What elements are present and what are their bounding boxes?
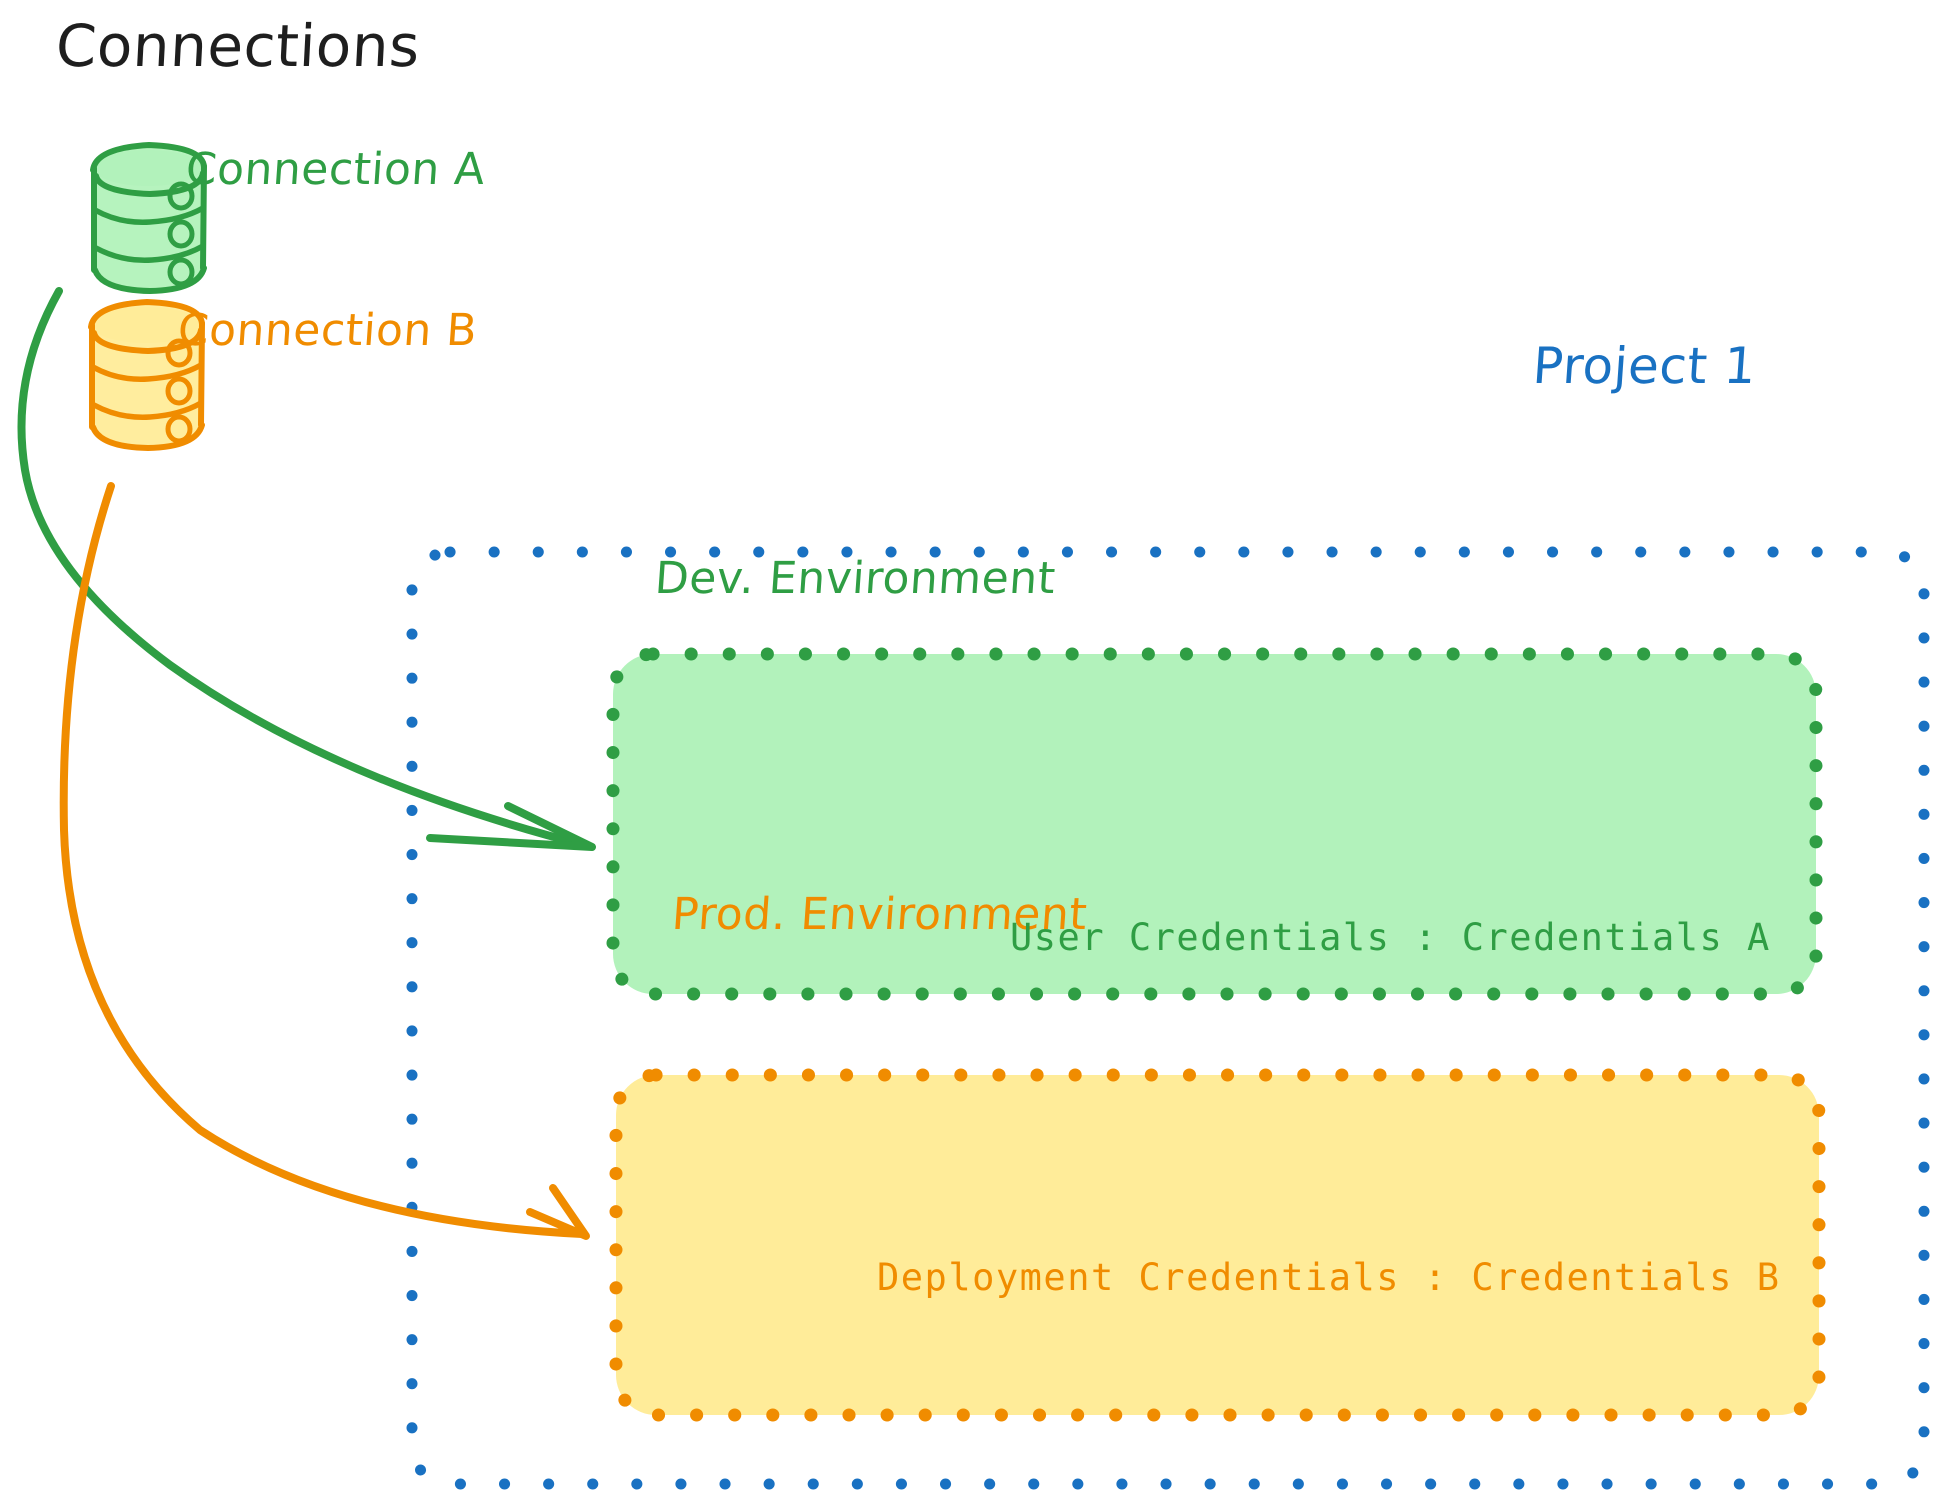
db-a-top-fill bbox=[94, 150, 202, 186]
db-a-divider-2 bbox=[93, 243, 206, 263]
db-b-led-3 bbox=[165, 414, 193, 444]
db-b-led-2 bbox=[165, 376, 193, 406]
project-container-border bbox=[406, 546, 1930, 1490]
arrow-a-line bbox=[17, 287, 592, 850]
arrow-connection-a-to-dev[interactable] bbox=[17, 287, 596, 851]
db-b-top-fill bbox=[92, 307, 200, 343]
db-a-led-1 bbox=[167, 181, 195, 211]
dev-environment-border bbox=[606, 647, 1823, 1001]
arrow-b-head bbox=[526, 1184, 590, 1240]
arrow-a-head bbox=[426, 802, 596, 851]
project-container[interactable] bbox=[406, 546, 1930, 1490]
dev-environment-box[interactable] bbox=[606, 647, 1823, 1001]
db-b-top-arc bbox=[88, 298, 205, 330]
prod-credentials-text: Deployment Credentials : Credentials B bbox=[877, 1256, 1781, 1299]
dev-environment-title: Dev. Environment bbox=[653, 553, 1058, 604]
dev-credentials-text: User Credentials : Credentials A bbox=[1010, 916, 1771, 959]
arrow-connection-b-to-prod[interactable] bbox=[59, 482, 590, 1240]
prod-environment-fill bbox=[616, 1075, 1819, 1415]
db-b-divider-2 bbox=[91, 400, 204, 420]
dev-environment-fill bbox=[613, 654, 1816, 994]
prod-environment-box[interactable] bbox=[609, 1068, 1826, 1422]
db-b-top-ellipse-lower bbox=[91, 327, 204, 355]
project-title: Project 1 bbox=[1530, 337, 1759, 395]
arrow-b-line bbox=[59, 482, 586, 1238]
db-a-led-2 bbox=[167, 219, 195, 249]
db-b-divider-1 bbox=[90, 362, 204, 382]
db-a-led-3 bbox=[167, 257, 195, 287]
db-b-right-wall bbox=[198, 320, 205, 428]
db-a-bottom-arc bbox=[92, 265, 207, 295]
database-icon-connection-a[interactable] bbox=[90, 141, 207, 295]
prod-environment-border bbox=[609, 1068, 1826, 1422]
database-icon-connection-b[interactable] bbox=[88, 298, 205, 452]
db-a-top-arc bbox=[90, 141, 207, 173]
db-a-right-wall bbox=[200, 163, 207, 271]
connection-a-label[interactable]: Connection A bbox=[184, 144, 487, 195]
db-b-led-1 bbox=[165, 338, 193, 368]
connection-b-label[interactable]: Connection B bbox=[176, 305, 479, 356]
page-title: Connections bbox=[54, 12, 422, 80]
db-a-top-ellipse-lower bbox=[93, 170, 206, 198]
db-b-bottom-arc bbox=[90, 422, 205, 452]
db-a-divider-1 bbox=[92, 205, 206, 225]
